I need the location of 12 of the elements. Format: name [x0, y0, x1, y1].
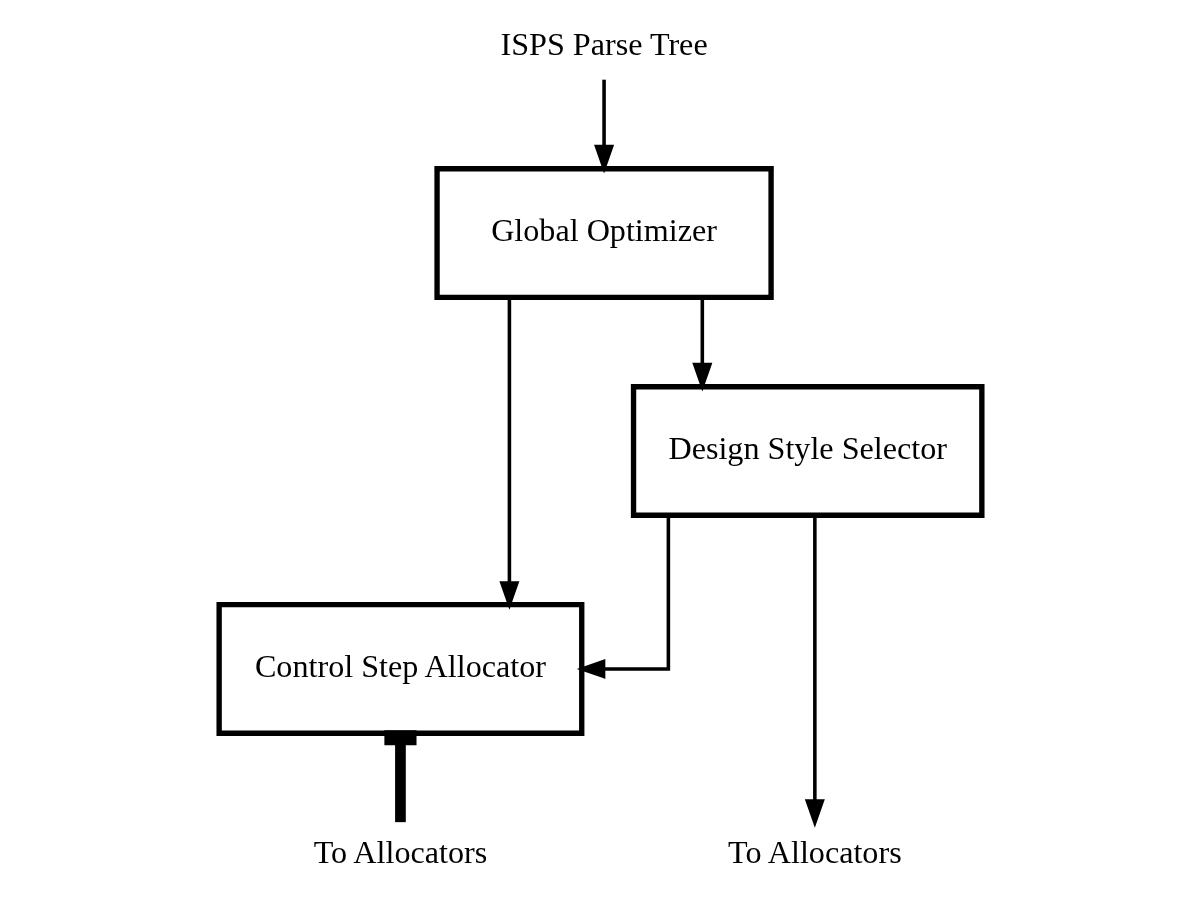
node-box: Control Step Allocator [215, 601, 584, 736]
arrow [804, 515, 825, 828]
arrow [498, 297, 519, 610]
arrow [691, 297, 712, 392]
node-box: Design Style Selector [630, 384, 985, 518]
node-text: ISPS Parse Tree [499, 26, 708, 63]
arrow [576, 515, 670, 679]
node-box: Global Optimizer [433, 166, 774, 301]
node-text: To Allocators [727, 833, 902, 870]
connector [383, 730, 417, 823]
arrow [593, 79, 614, 174]
node-text: To Allocators [313, 833, 487, 870]
